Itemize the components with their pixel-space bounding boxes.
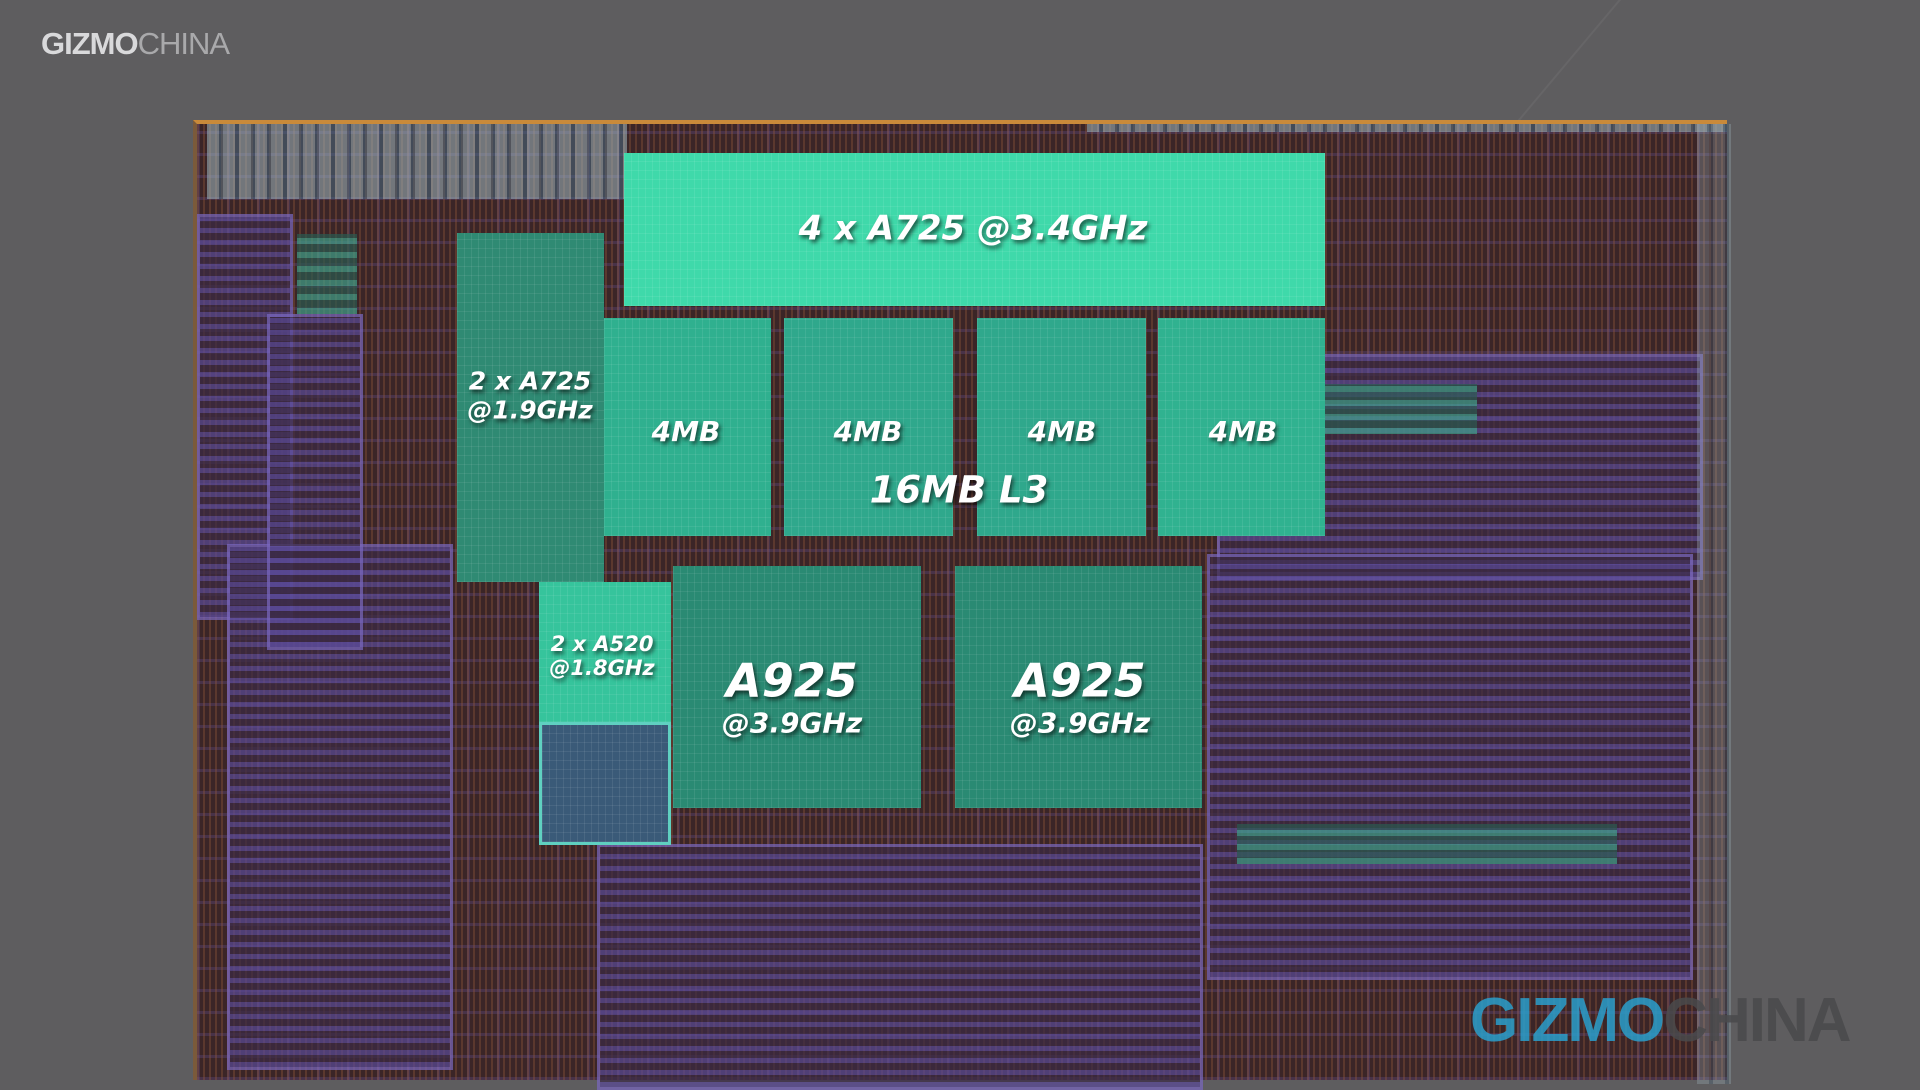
logo-part1: GIZMO — [41, 26, 139, 61]
a725-mid-cluster-block — [457, 233, 604, 582]
prime-right-label: A925@3.9GHz — [1010, 654, 1150, 739]
prime-right-freq: @3.9GHz — [1009, 706, 1151, 740]
die-region — [1297, 384, 1477, 434]
prime-left-freq: @3.9GHz — [721, 706, 863, 740]
a925-right-block — [955, 566, 1202, 808]
cache-label: 4MB — [651, 414, 721, 448]
cache-label: 4MB — [833, 414, 903, 448]
gizmochina-watermark: GIZMOCHINA — [1470, 985, 1852, 1056]
a925-left-block — [673, 566, 921, 808]
l3-slice-block — [784, 318, 953, 536]
io-strip — [207, 124, 627, 199]
mid-cluster-count: 2 x A725 — [468, 366, 592, 396]
little-cluster-freq: @1.8GHz — [549, 656, 655, 680]
cache-label: 4MB — [1027, 414, 1097, 448]
io-strip — [1087, 124, 1727, 132]
gizmochina-logo: GIZMOCHINA — [41, 26, 230, 62]
a520-cluster-block — [539, 582, 671, 722]
die-region — [1237, 824, 1617, 864]
watermark-part1: GIZMO — [1470, 986, 1665, 1055]
mid-cluster-label: 2 x A725@1.9GHz — [467, 366, 593, 425]
die-region — [1207, 554, 1693, 980]
l3-slice-block — [1158, 318, 1325, 536]
prime-left-name: A925 — [726, 653, 858, 708]
a725-big-cluster-block — [624, 153, 1325, 306]
logo-part2: CHINA — [137, 26, 230, 61]
prime-left-label: A925@3.9GHz — [722, 654, 862, 739]
cache-label: 4MB — [1208, 414, 1278, 448]
die-region — [267, 314, 363, 650]
l3-slice-block — [977, 318, 1146, 536]
little-cluster-count: 2 x A520 — [550, 631, 654, 656]
l3-label: 16MB L3 — [869, 468, 1049, 512]
die-region — [597, 844, 1203, 1090]
a520-logic-block — [539, 722, 671, 845]
mid-cluster-freq: @1.9GHz — [467, 395, 593, 424]
io-strip — [1697, 124, 1731, 1084]
little-cluster-label: 2 x A520@1.8GHz — [549, 632, 654, 680]
die-region — [297, 234, 357, 314]
l3-slice-block — [604, 318, 771, 536]
big-cluster-label: 4 x A725 @3.4GHz — [798, 208, 1148, 249]
prime-right-name: A925 — [1014, 653, 1146, 708]
watermark-part2: CHINA — [1663, 986, 1851, 1055]
